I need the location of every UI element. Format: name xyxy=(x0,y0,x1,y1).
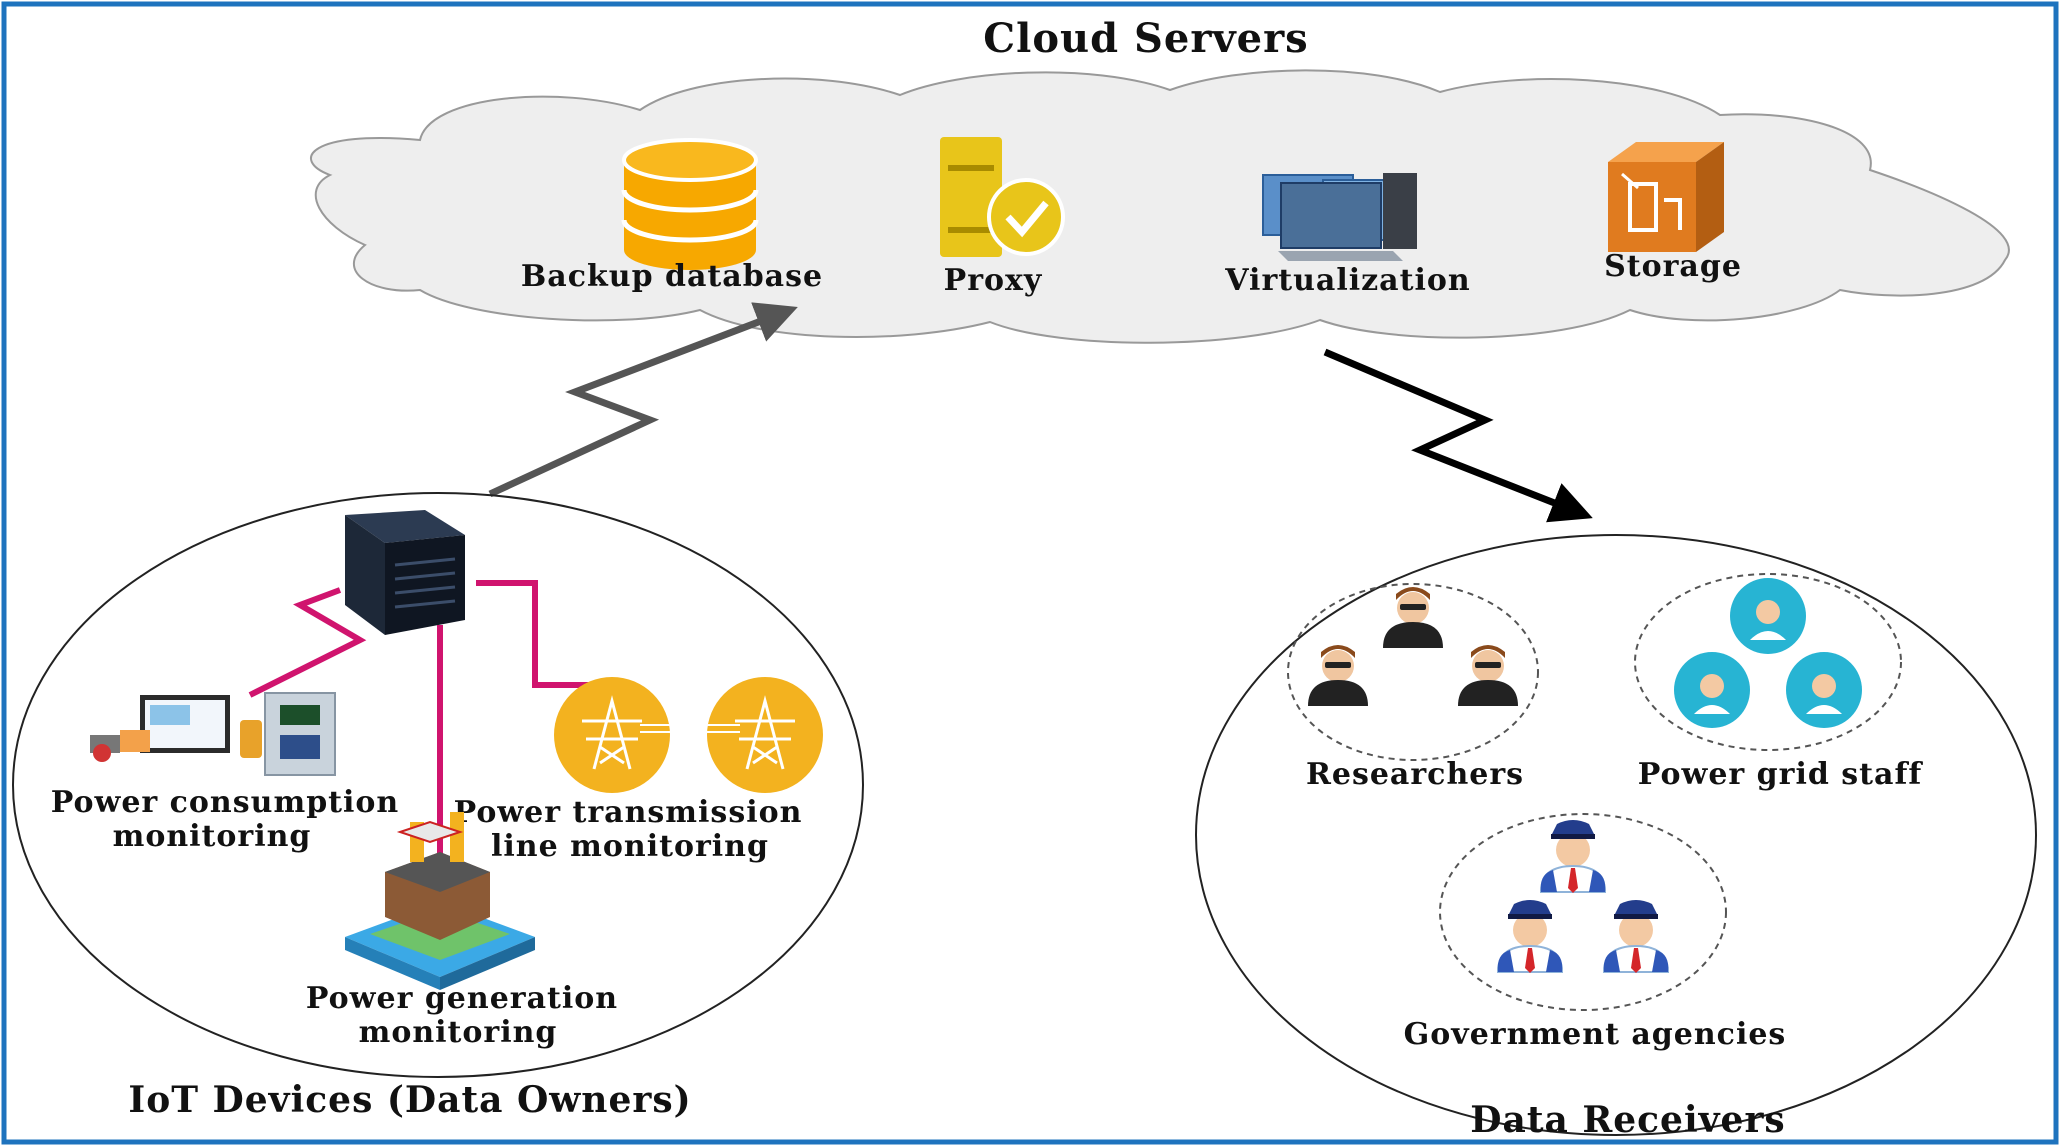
generation-label-2: monitoring xyxy=(359,1015,558,1050)
upload-arrow xyxy=(488,302,798,498)
device-links xyxy=(248,580,605,855)
government-group xyxy=(1439,813,1727,1011)
consumption-label-1: Power consumption xyxy=(51,785,400,820)
cloud-shape xyxy=(310,69,2010,344)
government-label: Government agencies xyxy=(1404,1017,1787,1052)
power-meter-icon xyxy=(90,692,336,776)
link-transmission xyxy=(476,580,605,688)
proxy-label: Proxy xyxy=(944,263,1043,298)
staff-icon xyxy=(1674,578,1862,728)
proxy-server-icon xyxy=(940,137,1065,257)
researchers-label: Researchers xyxy=(1306,757,1524,792)
staff-group xyxy=(1634,573,1902,751)
officer-icon xyxy=(1496,819,1670,974)
database-icon xyxy=(621,138,759,270)
download-arrow xyxy=(1323,348,1593,523)
staff-label: Power grid staff xyxy=(1638,757,1924,792)
data-receivers-circle xyxy=(1195,534,2037,1136)
generation-label-1: Power generation xyxy=(306,981,618,1016)
storage-icon xyxy=(1608,142,1724,252)
backup-label: Backup database xyxy=(521,259,823,294)
data-receivers-title: Data Receivers xyxy=(1470,1099,1785,1141)
transmission-label-2: line monitoring xyxy=(491,829,769,864)
data-owners-title: IoT Devices (Data Owners) xyxy=(128,1079,691,1121)
power-plant-icon xyxy=(345,812,535,990)
cloud-title: Cloud Servers xyxy=(983,15,1308,62)
researcher-icon xyxy=(1308,587,1518,706)
virtualization-icon xyxy=(1262,173,1417,261)
link-consumption xyxy=(248,587,367,698)
virtualization-label: Virtualization xyxy=(1224,263,1470,298)
data-owners-circle xyxy=(12,492,864,1078)
consumption-label-2: monitoring xyxy=(113,819,312,854)
transmission-tower-icon xyxy=(552,675,825,795)
researchers-group xyxy=(1287,583,1539,761)
tower-server-icon xyxy=(345,510,465,635)
transmission-label-1: Power transmission xyxy=(454,795,803,830)
storage-label: Storage xyxy=(1604,249,1742,284)
